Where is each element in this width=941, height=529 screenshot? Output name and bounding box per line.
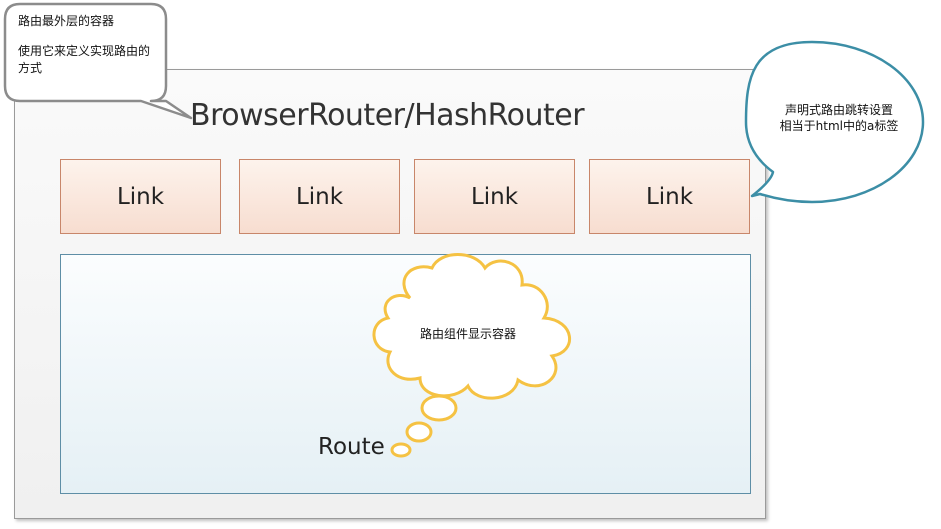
route-label: Route <box>318 434 385 460</box>
container-callout-line2: 使用它来定义实现路由的方式 <box>18 44 151 75</box>
container-callout-line1: 路由最外层的容器 <box>18 14 115 28</box>
link-callout-line1: 声明式路由跳转设置 <box>784 103 893 117</box>
link-box-2[interactable]: Link <box>239 159 400 234</box>
link-callout-shape <box>744 40 925 204</box>
container-callout-shape <box>3 2 193 120</box>
link-box-4[interactable]: Link <box>589 159 750 234</box>
link-box-3[interactable]: Link <box>414 159 575 234</box>
link-callout-line2: 相当于html中的a标签 <box>779 119 899 133</box>
cloud-text: 路由组件显示容器 <box>420 327 517 341</box>
router-title: BrowserRouter/HashRouter <box>190 98 585 133</box>
link-box-1[interactable]: Link <box>60 159 221 234</box>
thought-cloud <box>372 253 571 458</box>
